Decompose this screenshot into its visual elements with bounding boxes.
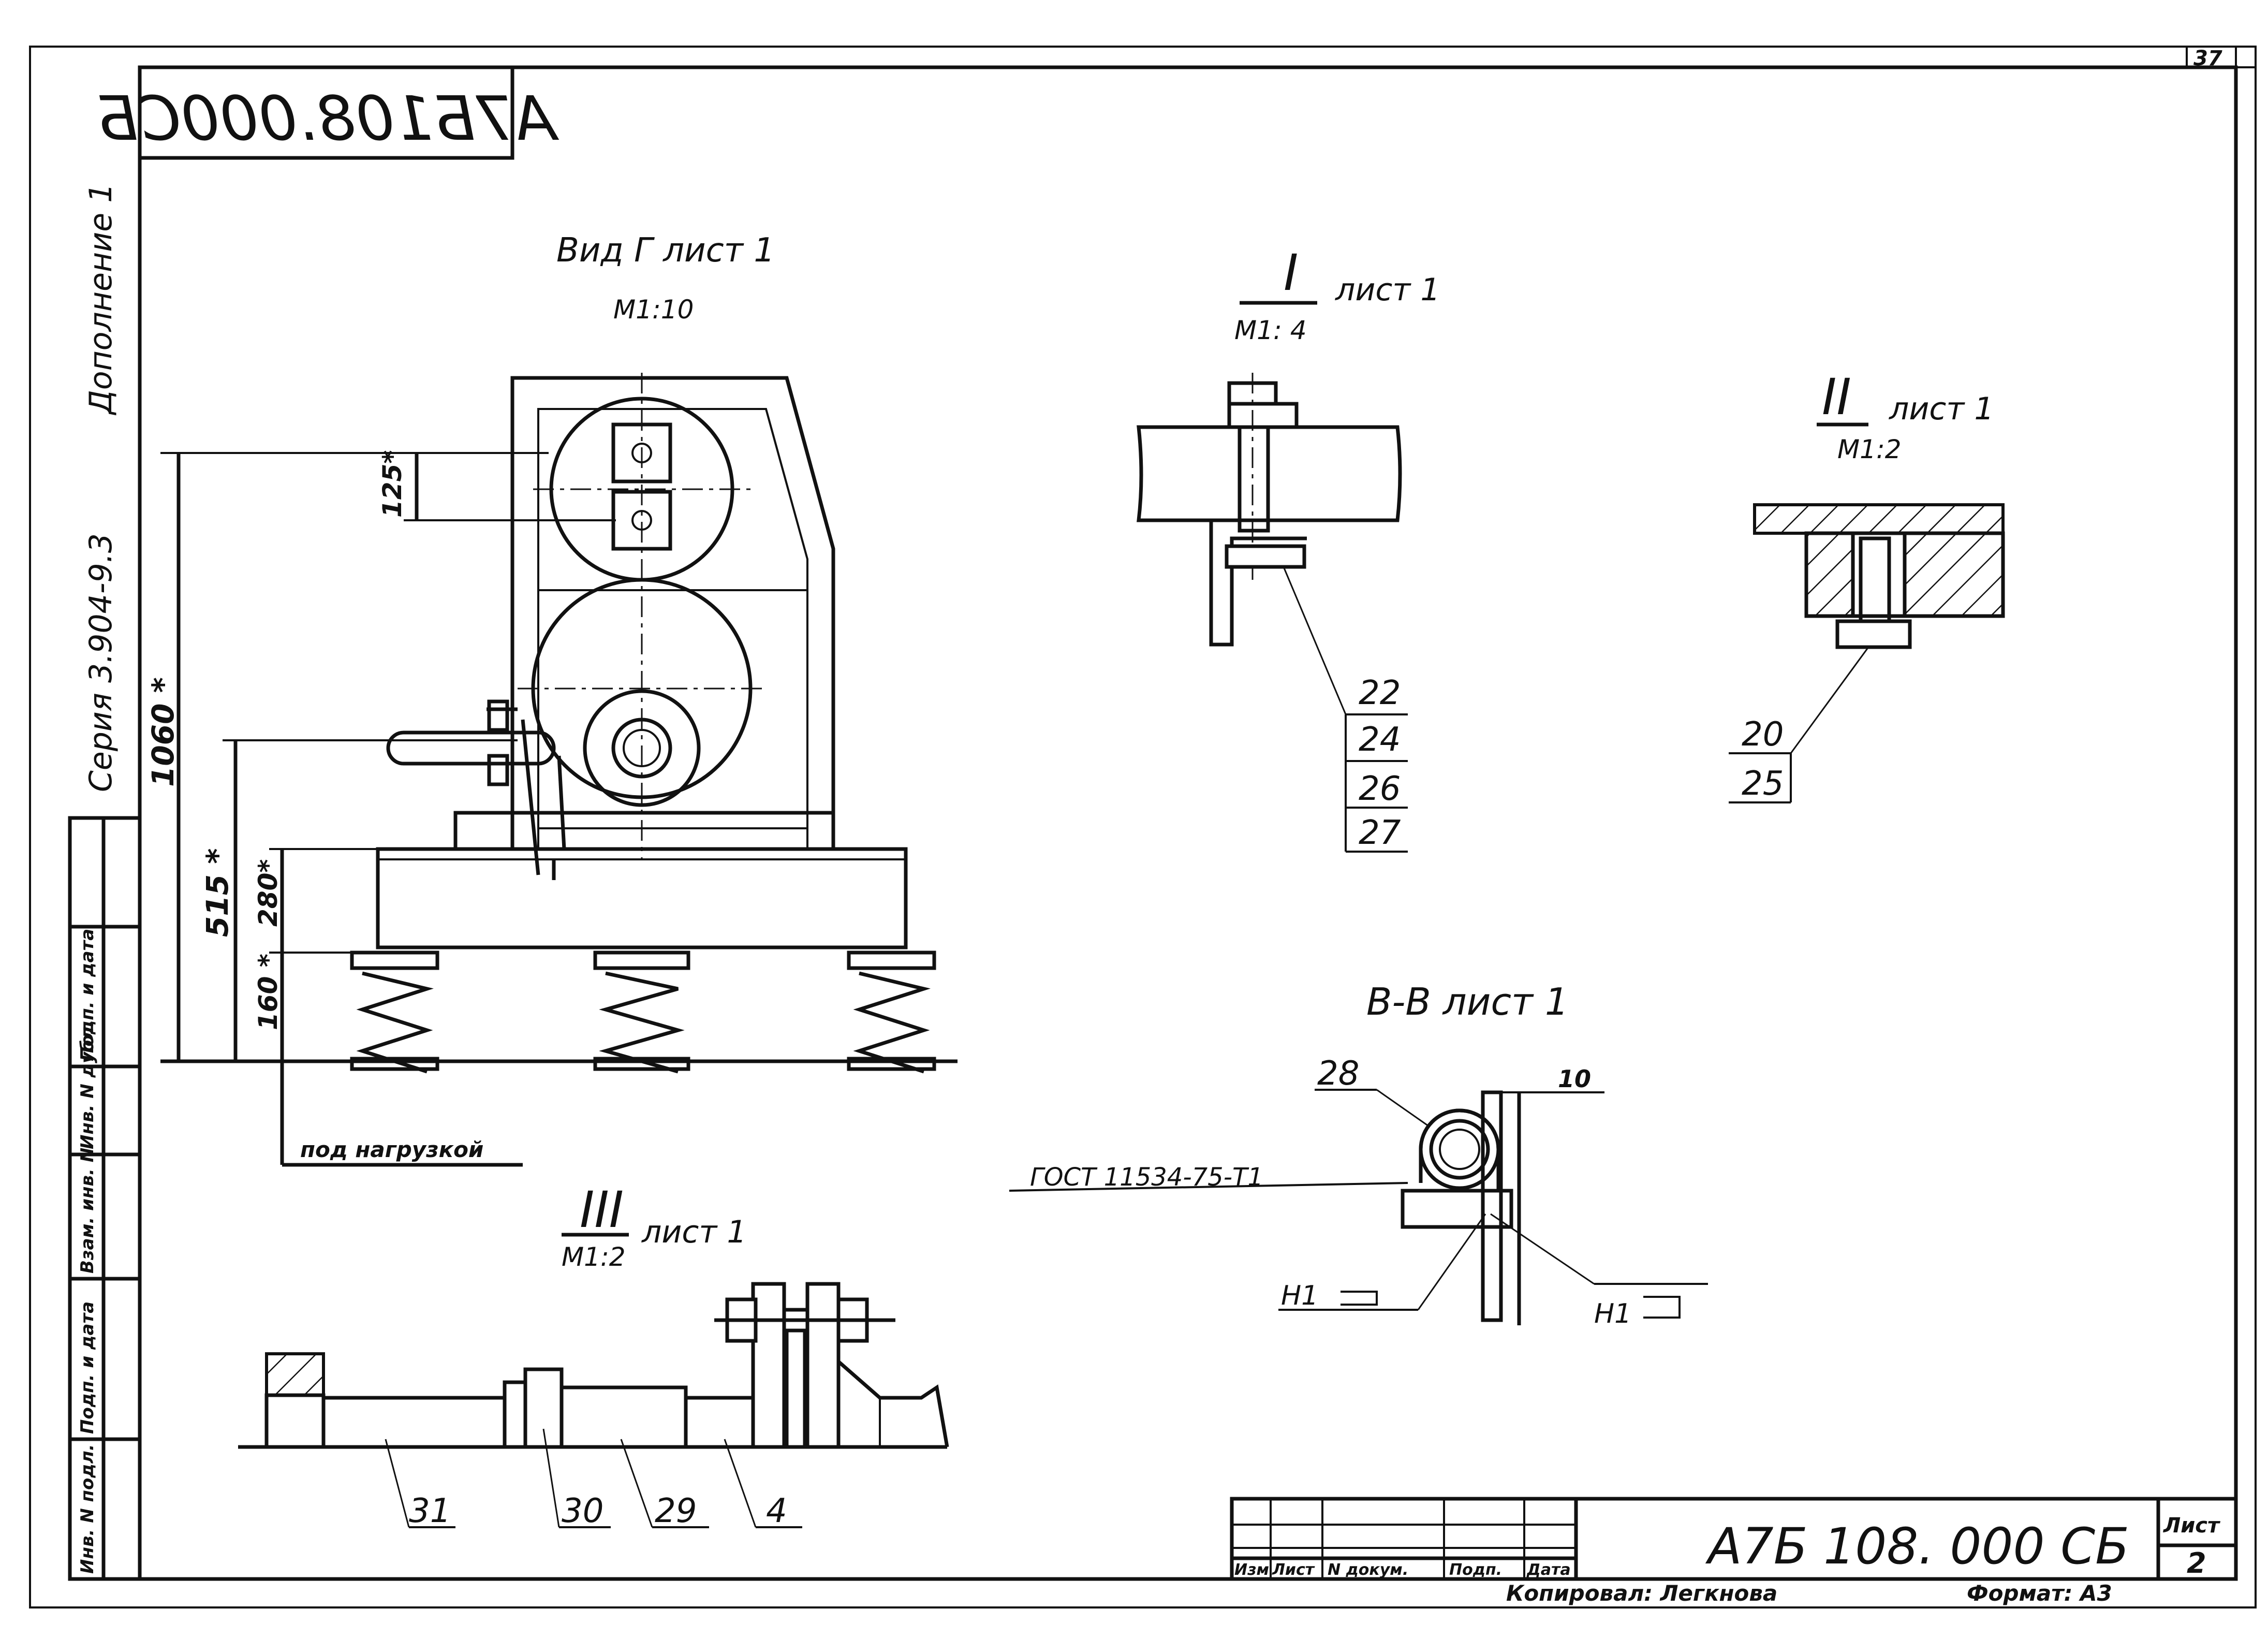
detail-1-scale: М1: 4 — [1234, 315, 1307, 345]
tb-header-izm: Изм — [1234, 1561, 1269, 1579]
series-label: Серия 3.904-9.3 — [83, 533, 119, 792]
dim-160: 160 * — [253, 954, 283, 1030]
detail-2: II лист 1 М1:2 20 25 — [1729, 368, 2005, 803]
detail-2-sheet: лист 1 — [1889, 391, 1994, 427]
detail-3-scale: М1:2 — [562, 1242, 626, 1272]
spring-left — [350, 950, 439, 1074]
stamp-inv-podl: Инв. N подл. — [77, 1444, 98, 1574]
tb-sheet-number: 2 — [2187, 1547, 2206, 1580]
tb-document-code: А7Б 108. 000 СБ — [1705, 1517, 2129, 1575]
under-load-label: под нагрузкой — [300, 1137, 483, 1162]
weld-left-label: Н1 — [1281, 1280, 1318, 1311]
detail-2-roman: II — [1822, 368, 1851, 426]
copied-by-label: Копировал: Легкнова — [1506, 1581, 1777, 1606]
stamp-inv-dubl: Инв. N дубл. — [77, 1020, 98, 1149]
addendum-label: Дополнение 1 — [83, 183, 119, 416]
callout-27: 27 — [1359, 814, 1401, 852]
section-bb: В-В лист 1 10 28 ГОСТ 11534-75-Т1 Н1 Н1 — [1009, 980, 1708, 1329]
tb-sheet-label: Лист — [2163, 1514, 2221, 1538]
detail-3-sheet: лист 1 — [641, 1214, 747, 1250]
detail-1-roman: I — [1284, 244, 1298, 302]
callout-20: 20 — [1742, 715, 1784, 754]
dim-515: 515 * — [200, 848, 235, 937]
detail-1: I лист 1 М1: 4 22 24 26 27 — [1137, 244, 1440, 853]
spring-middle — [593, 950, 690, 1074]
mirrored-code-box — [138, 65, 514, 160]
corner-number-box — [2186, 46, 2237, 68]
stamp-sign-date-1: Подп. и дата — [77, 1301, 98, 1434]
view-g-title: Вид Г лист 1 — [556, 231, 775, 270]
section-bb-title: В-В лист 1 — [1366, 980, 1569, 1023]
tb-header-date: Дата — [1526, 1561, 1571, 1579]
tb-header-ndoc: N докум. — [1328, 1561, 1408, 1579]
callout-31: 31 — [409, 1492, 451, 1530]
view-g-scale: М1:10 — [613, 295, 694, 325]
detail-3: III лист 1 М1:2 31 30 29 4 — [238, 1181, 949, 1530]
dim-10: 10 — [1558, 1065, 1591, 1093]
dim-1060: 1060 * — [145, 677, 181, 787]
stamp-vzam-inv: Взам. инв. N — [77, 1148, 98, 1274]
callout-26: 26 — [1359, 770, 1401, 808]
title-block: Изм Лист N докум. Подп. Дата А7Б 108. 00… — [1230, 1497, 2238, 1581]
detail-2-scale: М1:2 — [1837, 434, 1902, 464]
gost-label: ГОСТ 11534-75-Т1 — [1030, 1163, 1263, 1192]
view-g: Вид Г лист 1 М1:10 — [145, 231, 958, 1167]
dim-280: 280* — [253, 859, 283, 927]
sheet-corner-number: 37 — [2193, 47, 2222, 70]
detail-3-roman: III — [580, 1181, 624, 1239]
mirrored-code: А7Б108.000СБ — [96, 83, 559, 154]
tb-header-podp: Подп. — [1449, 1561, 1502, 1579]
stamp-sign-date-2: Подп. и дата — [77, 929, 98, 1061]
callout-4: 4 — [766, 1492, 787, 1530]
format-label: Формат: А3 — [1967, 1581, 2112, 1606]
callout-24: 24 — [1359, 721, 1401, 759]
dim-125: 125* — [377, 450, 407, 518]
callout-22: 22 — [1359, 674, 1401, 712]
detail-1-sheet: лист 1 — [1335, 272, 1440, 308]
spring-right — [847, 950, 936, 1074]
callout-28: 28 — [1317, 1055, 1359, 1093]
callout-29: 29 — [655, 1492, 697, 1530]
tb-header-list: Лист — [1272, 1561, 1315, 1579]
outer-frame — [29, 46, 2257, 1608]
callout-30: 30 — [562, 1492, 603, 1530]
callout-25: 25 — [1742, 765, 1784, 803]
weld-right-label: Н1 — [1594, 1298, 1631, 1329]
